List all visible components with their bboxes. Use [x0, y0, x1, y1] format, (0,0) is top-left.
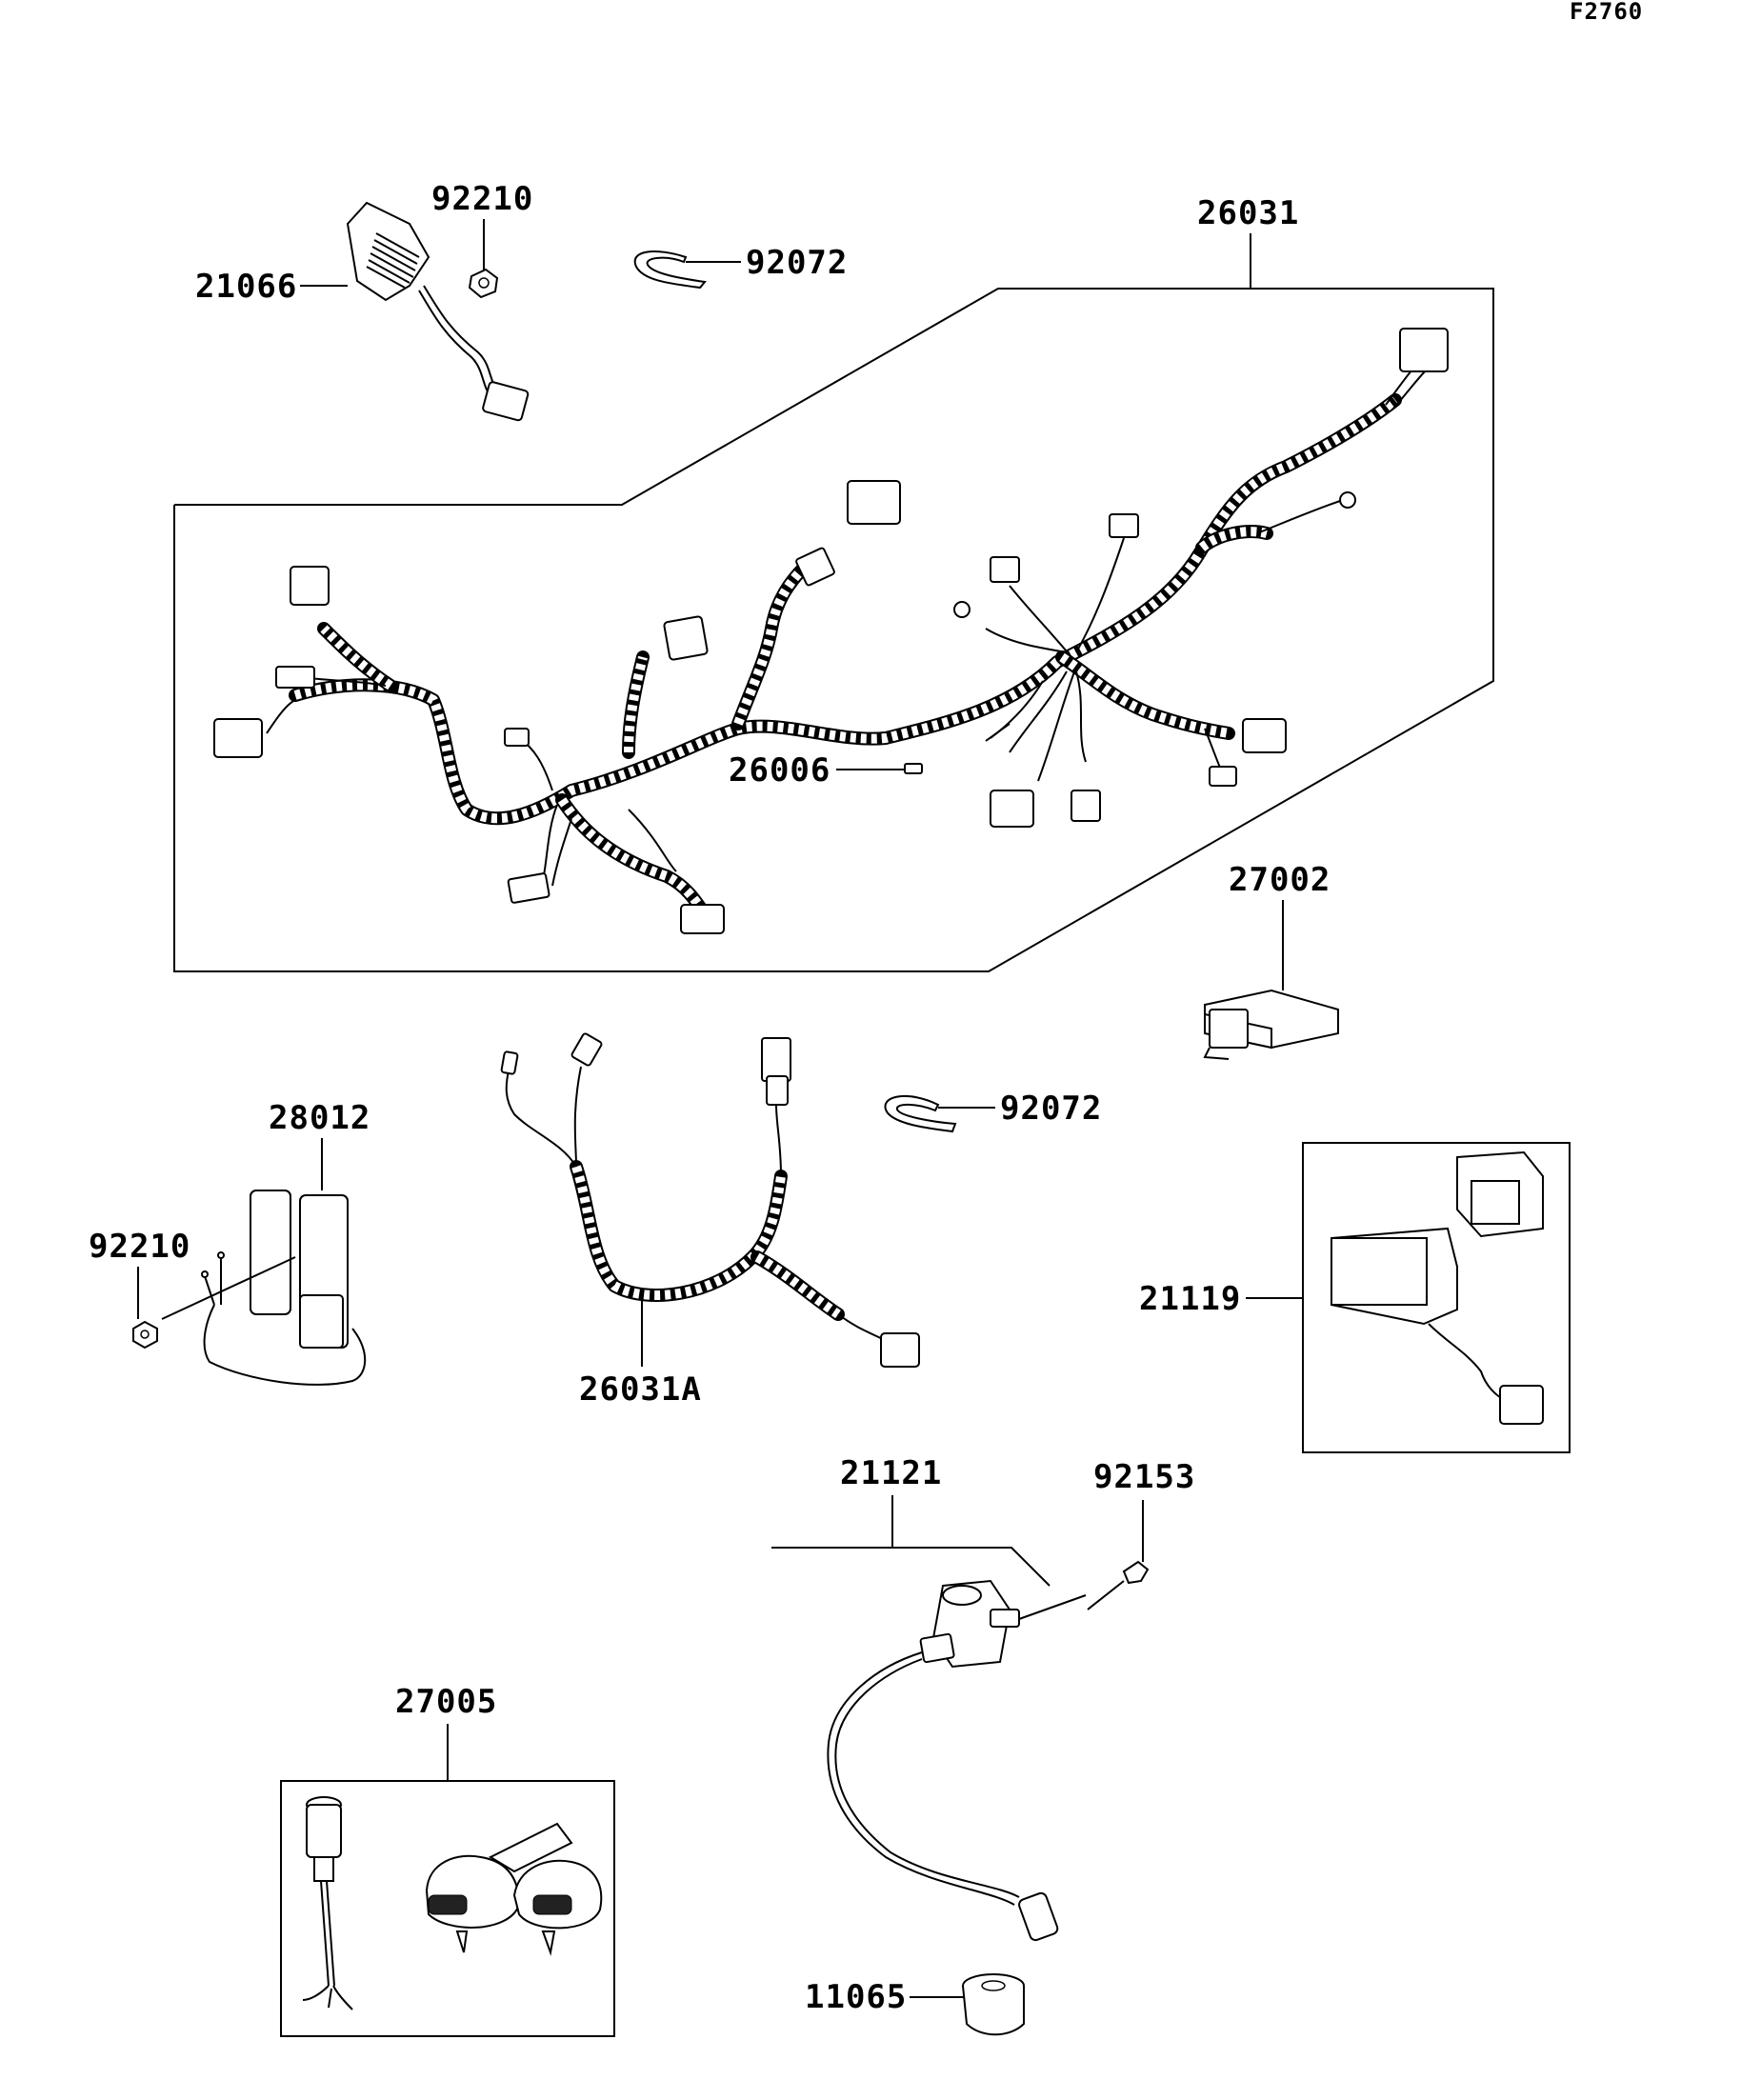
- ring-terminal: [953, 601, 971, 618]
- label-27002: 27002: [1229, 861, 1331, 899]
- grip-heaters-28012[interactable]: [201, 1190, 367, 1386]
- main-harness-26031[interactable]: [213, 328, 1449, 934]
- label-26031: 26031: [1197, 194, 1299, 232]
- connector: [1109, 513, 1139, 538]
- connector: [663, 615, 709, 661]
- sub-harness-26031A[interactable]: [500, 1032, 920, 1368]
- label-26006: 26006: [729, 751, 830, 790]
- connector: [213, 718, 263, 758]
- connector: [795, 547, 835, 587]
- connector: [990, 556, 1020, 583]
- connector: [847, 480, 901, 525]
- label-26031A: 26031A: [579, 1370, 702, 1409]
- connector: [290, 566, 330, 606]
- connector: [680, 904, 725, 934]
- connector: [990, 790, 1034, 828]
- ignition-coil-21121[interactable]: [827, 1579, 1087, 1942]
- label-92153: 92153: [1093, 1458, 1195, 1496]
- plug-cap-11065[interactable]: [962, 1973, 1025, 2036]
- part-21119[interactable]: [1331, 1150, 1544, 1425]
- connector: [504, 728, 530, 747]
- clip-92153[interactable]: [1122, 1560, 1150, 1585]
- ring-terminal: [1339, 491, 1356, 509]
- label-28012: 28012: [269, 1099, 370, 1137]
- connector: [507, 872, 550, 904]
- label-21121: 21121: [840, 1454, 942, 1492]
- regulator-21066[interactable]: [346, 201, 530, 422]
- diagram-code: F2760: [1570, 0, 1643, 25]
- connector: [1399, 328, 1449, 372]
- label-21066: 21066: [195, 268, 297, 306]
- label-92072-mid: 92072: [1000, 1090, 1102, 1128]
- label-92210-top: 92210: [431, 180, 533, 218]
- clamp-92072-top[interactable]: [633, 250, 707, 290]
- switch-27005[interactable]: [302, 1796, 603, 2010]
- nut-92210-left[interactable]: [132, 1320, 158, 1350]
- connector: [1242, 718, 1287, 753]
- label-27005: 27005: [395, 1683, 497, 1721]
- connector: [1209, 766, 1237, 787]
- label-92210-left: 92210: [89, 1228, 190, 1266]
- label-92072-top: 92072: [746, 244, 848, 282]
- connector: [1071, 790, 1101, 822]
- connector: [275, 666, 315, 689]
- label-11065: 11065: [805, 1978, 907, 2016]
- box-21121: [771, 1547, 1051, 1587]
- clamp-92072-mid[interactable]: [884, 1094, 957, 1133]
- connector-27002[interactable]: [1203, 989, 1339, 1060]
- harness-26031-frame: [173, 288, 1494, 972]
- nut-92210-top[interactable]: [468, 268, 499, 299]
- label-21119: 21119: [1139, 1280, 1241, 1318]
